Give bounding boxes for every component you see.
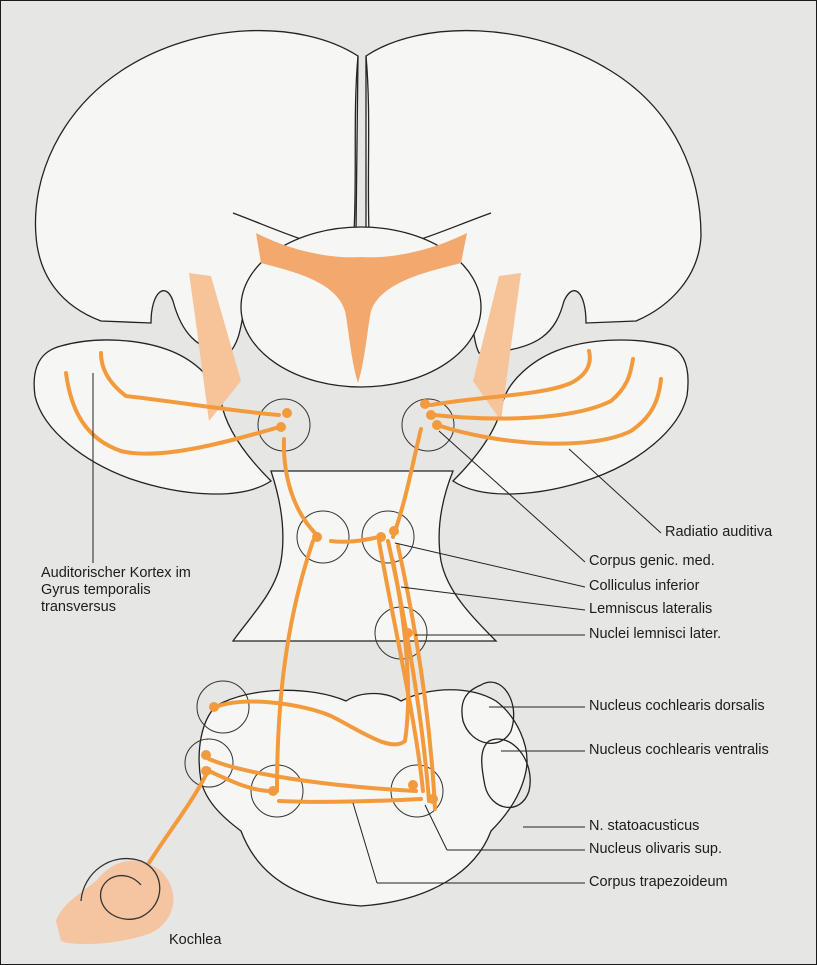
cochlea-spiral	[56, 859, 173, 945]
neuron-mgb-right-1	[420, 399, 430, 409]
neuron-mgb-right-2	[426, 410, 436, 420]
neuron-ic-right-1	[376, 532, 386, 542]
label-nuclei-lemnisci-later: Nuclei lemnisci later.	[589, 626, 721, 643]
label-nucleus-cochlearis-dorsalis: Nucleus cochlearis dorsalis	[589, 698, 765, 715]
label-radiatio-auditiva: Radiatio auditiva	[665, 524, 772, 541]
neuron-mgb-left-2	[276, 422, 286, 432]
label-kochlea: Kochlea	[169, 932, 221, 949]
label-auditory-cortex-line-2: Gyrus temporalis	[41, 582, 191, 599]
neuron-mgb-left-1	[282, 408, 292, 418]
cochlear-nerve-fiber	[143, 769, 209, 873]
label-auditory-cortex: Auditorischer Kortex im Gyrus temporalis…	[41, 565, 191, 616]
label-lemniscus-lateralis: Lemniscus lateralis	[589, 601, 712, 618]
label-colliculus-inferior: Colliculus inferior	[589, 578, 699, 595]
neuron-dcn	[209, 702, 219, 712]
neuron-mgb-right-3	[432, 420, 442, 430]
label-auditory-cortex-line-3: transversus	[41, 599, 191, 616]
label-corpus-trapezoideum: Corpus trapezoideum	[589, 874, 728, 891]
label-auditory-cortex-line-1: Auditorischer Kortex im	[41, 565, 191, 582]
label-n-statoacusticus: N. statoacusticus	[589, 818, 699, 835]
label-nucleus-olivaris-sup: Nucleus olivaris sup.	[589, 841, 722, 858]
neuron-sol	[268, 786, 278, 796]
neuron-ic-right-2	[389, 526, 399, 536]
neuron-sor-1	[408, 780, 418, 790]
neuron-ic-left	[312, 532, 322, 542]
neuron-lemniscus	[403, 628, 413, 638]
neuron-vcn-2	[201, 766, 211, 776]
brainstem-midbrain	[233, 471, 496, 641]
neuron-sor-2	[428, 794, 438, 804]
brainstem-pons-medulla	[199, 690, 527, 906]
label-nucleus-cochlearis-ventralis: Nucleus cochlearis ventralis	[589, 742, 769, 759]
label-corpus-genic-med: Corpus genic. med.	[589, 553, 715, 570]
neuron-vcn-1	[201, 750, 211, 760]
